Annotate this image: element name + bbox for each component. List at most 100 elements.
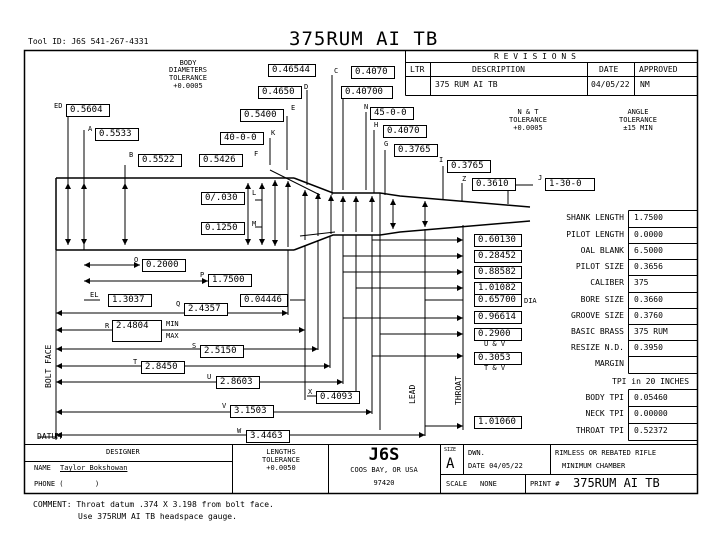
stack-value-6: 0.96614 <box>474 311 522 324</box>
dim-f-value: 0.5426 <box>199 154 243 167</box>
dim-n-value: 45-0-0 <box>370 107 414 120</box>
dim-i-value: 0.3765 <box>447 160 491 173</box>
dim-l-value: 0/.030 <box>201 192 245 205</box>
dim-i-label: I <box>439 156 444 164</box>
date-label: DATE 04/05/22 <box>468 462 523 470</box>
dim-k-label: K <box>271 129 276 137</box>
dim-w-value: 3.4463 <box>246 430 290 443</box>
stack-value-1: 0.60130 <box>474 234 522 247</box>
stack-value-5: 0.65700 <box>474 294 522 307</box>
stack-value-3: 0.88582 <box>474 266 522 279</box>
chamber-line2: MINIMUM CHAMBER <box>562 462 626 470</box>
company-city: COOS BAY, OR USA <box>350 466 418 474</box>
lengths-tol-line2: TOLERANCE <box>262 456 300 464</box>
dim-h-value: 0.4070 <box>383 125 427 138</box>
stack-value-7-sub: U & V <box>484 340 506 348</box>
spec-label: CALIBER <box>590 278 624 287</box>
spec-label: MARGIN <box>595 359 624 368</box>
tpi-heading: TPI in 20 INCHES <box>612 377 690 386</box>
dim-u-value: 2.8603 <box>216 376 260 389</box>
spec-label: GROOVE SIZE <box>571 311 624 320</box>
dim-c-value: 0.4070 <box>351 66 395 79</box>
spec-label: BASIC BRASS <box>571 327 624 336</box>
designer-heading: DESIGNER <box>106 448 140 456</box>
body-tol-line3: TOLERANCE <box>169 74 207 82</box>
nt-tol-line1: N & T <box>517 108 539 116</box>
spec-label: BORE SIZE <box>580 295 624 304</box>
revision-approved: NM <box>640 80 650 89</box>
dim-h-label: H <box>374 121 379 129</box>
comment-line1: COMMENT: Throat datum .374 X 3.198 from … <box>33 500 274 509</box>
datum-label: DATUM <box>37 432 62 441</box>
spec-value: 0.3950 <box>634 343 663 352</box>
dim-a-value: 0.5533 <box>95 128 139 141</box>
lengths-tol-line1: LENGTHS <box>266 448 296 456</box>
company-logo: J6S <box>368 445 400 465</box>
dim-r-max: MAX <box>166 332 179 340</box>
dim-s-label: S <box>192 342 197 350</box>
spec-label: SHANK LENGTH <box>566 213 624 222</box>
spec-label: RESIZE N.D. <box>571 343 624 352</box>
stack-value-9: 1.01060 <box>474 416 522 429</box>
spec-value: 0.0000 <box>634 230 663 239</box>
print-number: 375RUM AI TB <box>573 476 660 490</box>
dim-r-value: 2.4804 <box>112 320 162 342</box>
company-zip: 97420 <box>373 479 395 487</box>
tpi-value: 0.00000 <box>634 409 668 418</box>
dim-l-label: L <box>252 189 257 197</box>
tpi-label: NECK TPI <box>585 409 624 418</box>
dim-n-label: N <box>364 103 369 111</box>
revisions-heading: R E V I S I O N S <box>494 52 576 61</box>
dim-p-label: P <box>200 271 205 279</box>
dim-d-label: D <box>304 83 309 91</box>
comment-line2: Use 375RUM AI TB headspace gauge. <box>78 512 237 521</box>
phone-label: PHONE ( <box>34 480 64 488</box>
stack-value-8-sub: T & V <box>484 364 506 372</box>
dim-q-value: 2.4357 <box>184 303 228 316</box>
angle-tol-value: ±15 MIN <box>623 124 653 132</box>
revisions-col-ltr: LTR <box>410 65 425 74</box>
revision-date: 04/05/22 <box>591 80 630 89</box>
print-label: PRINT # <box>530 480 560 488</box>
dim-c-left-value: 0.46544 <box>268 64 316 77</box>
dim-el-label: EL <box>90 291 99 299</box>
dim-e-value: 0.5400 <box>240 109 284 122</box>
dim-u-label: U <box>207 373 212 381</box>
stack-value-7: 0.2900 <box>474 328 522 341</box>
scale-value: NONE <box>480 480 497 488</box>
spec-label: OAL BLANK <box>580 246 624 255</box>
dim-r-label: R <box>105 322 110 330</box>
drawing-title: 375RUM AI TB <box>289 28 439 50</box>
revisions-col-date: DATE <box>599 65 619 74</box>
lead-label: LEAD <box>408 384 417 404</box>
stack-value-2: 0.28452 <box>474 250 522 263</box>
dim-o-value: 0.2000 <box>142 259 186 272</box>
dim-k-value: 40-0-0 <box>220 132 264 145</box>
body-tol-line2: DIAMETERS <box>169 66 207 74</box>
dim-d-right-value: 0.40700 <box>341 86 393 99</box>
dim-b-label: B <box>129 151 134 159</box>
dim-o-label: O <box>134 256 139 264</box>
tpi-value: 0.05460 <box>634 393 668 402</box>
dim-j-label: J <box>538 174 543 182</box>
throat-label: THROAT <box>454 376 463 405</box>
dim-ed-value: 0.5604 <box>66 104 110 117</box>
spec-value: 6.5000 <box>634 246 663 255</box>
spec-value: 0.3656 <box>634 262 663 271</box>
tpi-label: BODY TPI <box>585 393 624 402</box>
name-label: NAME <box>34 464 51 472</box>
nt-tol-value: +0.0005 <box>513 124 543 132</box>
body-tol-line1: BODY <box>179 59 197 67</box>
revisions-col-description: DESCRIPTION <box>472 65 525 74</box>
dim-z-label: Z <box>462 175 467 183</box>
dim-m-value: 0.1250 <box>201 222 245 235</box>
spec-value: 375 <box>634 278 649 287</box>
dim-w-label: W <box>237 427 242 435</box>
dim-x-label: X <box>308 388 313 396</box>
dim-t-label: T <box>133 358 138 366</box>
dim-t-value: 2.8450 <box>141 361 185 374</box>
spec-label: PILOT SIZE <box>575 262 624 271</box>
dwn-label: DWN. <box>468 449 485 457</box>
dim-z-value: 0.3610 <box>472 178 516 191</box>
dim-g-label: G <box>384 140 389 148</box>
